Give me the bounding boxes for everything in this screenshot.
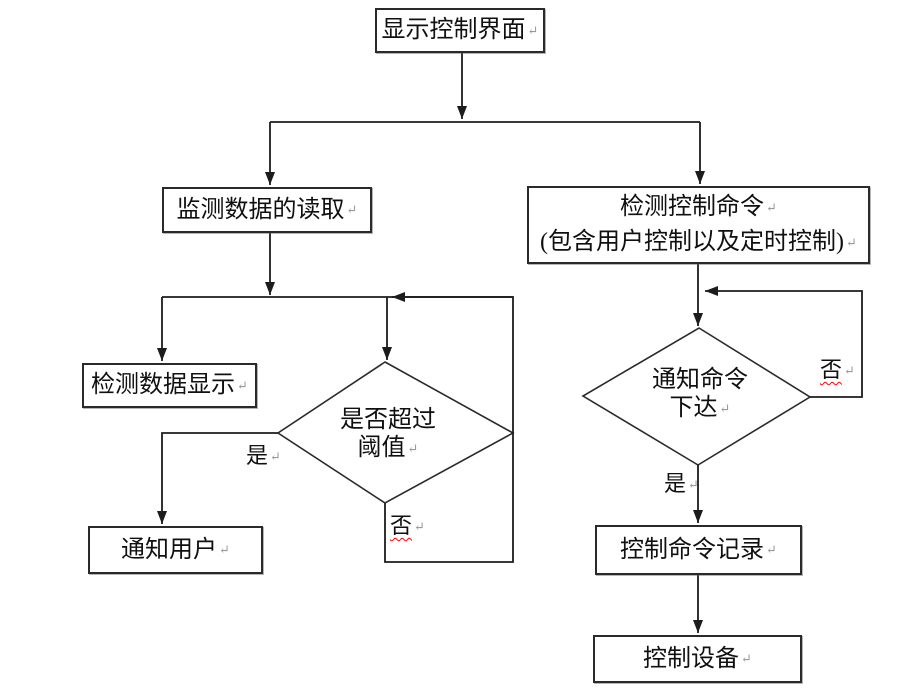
threshold-no-label: 否↵ (390, 514, 425, 539)
node-display-control-ui: 显示控制界面↵ (375, 8, 545, 53)
line-break-mark: ↵ (719, 401, 731, 416)
node-label: 控制设备 (643, 645, 740, 672)
spellcheck-underline: 否 (390, 513, 413, 538)
notify-cmd-yes-label: 是↵ (664, 471, 699, 496)
notify-cmd-decision-label: 通知命令 下达↵ (625, 366, 775, 423)
line-break-mark: ↵ (414, 519, 425, 534)
line-break-mark: ↵ (527, 22, 539, 38)
node-notify-user: 通知用户↵ (88, 526, 263, 574)
line-break-mark: ↵ (766, 200, 777, 215)
notify-cmd-no-label: 否↵ (820, 358, 855, 383)
node-control-cmd-record: 控制命令记录↵ (595, 525, 802, 575)
line-break-mark: ↵ (766, 542, 777, 558)
line-break-mark: ↵ (846, 235, 857, 250)
decision-label-line2: 阈值↵ (357, 435, 419, 461)
edge-notify-no-loop (705, 286, 863, 398)
threshold-decision-label: 是否超过 阈值↵ (313, 406, 463, 463)
node-label-line2: (包含用户控制以及定时控制)↵ (540, 229, 857, 255)
node-label: 通知用户 (121, 536, 218, 563)
node-label: 控制命令记录 (620, 536, 765, 563)
node-detect-data-display: 检测数据显示↵ (82, 363, 257, 408)
line-break-mark: ↵ (346, 202, 358, 218)
threshold-yes-label: 是↵ (246, 443, 281, 468)
spellcheck-underline: 否 (820, 357, 843, 382)
line-break-mark: ↵ (270, 449, 281, 464)
node-label: 显示控制界面 (381, 17, 526, 44)
line-break-mark: ↵ (741, 651, 752, 667)
node-control-device: 控制设备↵ (593, 635, 802, 683)
node-detect-control-cmd: 检测控制命令↵ (包含用户控制以及定时控制)↵ (527, 186, 870, 264)
decision-label-line2: 下达↵ (669, 395, 731, 421)
line-break-mark: ↵ (844, 363, 855, 378)
node-label: 监测数据的读取 (176, 196, 345, 223)
line-break-mark: ↵ (407, 441, 419, 456)
decision-label-line1: 是否超过 (340, 407, 436, 433)
line-break-mark: ↵ (688, 477, 699, 492)
line-break-mark: ↵ (219, 542, 230, 558)
node-label-line1: 检测控制命令↵ (620, 194, 777, 220)
edge-threshold-yes-to-notify-user (157, 432, 278, 524)
node-monitor-data-read: 监测数据的读取↵ (162, 187, 372, 233)
decision-label-line1: 通知命令 (652, 367, 748, 393)
line-break-mark: ↵ (237, 377, 248, 393)
edge-threshold-no-loop (384, 292, 514, 563)
node-label: 检测数据显示 (91, 372, 236, 399)
